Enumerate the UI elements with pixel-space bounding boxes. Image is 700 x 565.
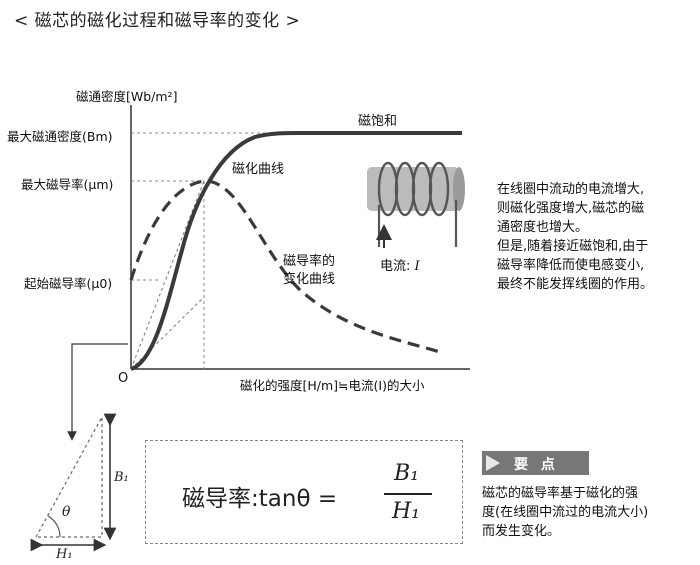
origin-label: O xyxy=(118,371,129,386)
formula-prefix: 磁导率:tanθ = xyxy=(182,486,338,512)
key-point-text: 磁芯的磁导率基于磁化的强 度(在线圈中流过的电流大小) 而发生变化。 xyxy=(482,484,648,541)
explanation-line: 在线圈中流动的电流增大, xyxy=(497,182,645,197)
key-point-tag-label: 要 点 xyxy=(514,457,559,473)
explanation-line: 但是,随着接近磁饱和,由于 xyxy=(497,239,649,254)
permeability-curve-label-1: 磁导率的 xyxy=(283,254,336,269)
initial-tangent-line xyxy=(130,296,205,370)
current-symbol: I xyxy=(414,259,420,274)
bm-label: 最大磁通密度(Bm) xyxy=(7,129,113,144)
b1-label: B₁ xyxy=(114,470,129,485)
key-point-tag: 要 点 xyxy=(482,451,589,475)
theta-label: θ xyxy=(62,504,71,520)
formula-numerator: B₁ xyxy=(394,461,419,486)
mum-label: 最大磁导率(μm) xyxy=(21,177,114,192)
mu0-label: 起始磁导率(μ0) xyxy=(24,276,113,291)
permeability-curve-label-2: 变化曲线 xyxy=(283,272,336,287)
coil-icon xyxy=(367,161,465,247)
angle-arc xyxy=(47,515,61,538)
h1-label: H₁ xyxy=(56,547,73,562)
y-axis-label: 磁通密度[Wb/m²] xyxy=(76,89,178,104)
fraction-bar xyxy=(384,493,432,495)
explanation-line: 最终不能发挥线圈的作用。 xyxy=(497,277,654,292)
leader-line xyxy=(67,343,128,441)
explanation-line: 则磁化强度增大,磁芯的磁 xyxy=(497,201,645,216)
explanation-text: 在线圈中流动的电流增大, 则磁化强度增大,磁芯的磁 通密度也增大。 但是,随着接… xyxy=(497,180,653,294)
permeability-curve xyxy=(129,179,441,354)
key-point-line: 度(在线圈中流过的电流大小) xyxy=(482,505,649,520)
max-tangent-line xyxy=(130,180,205,370)
current-label: 电流: I xyxy=(380,255,420,274)
key-point-line: 而发生变化。 xyxy=(482,524,561,539)
x-axis-label: 磁化的强度[H/m]≒电流(I)的大小 xyxy=(240,378,425,393)
page-title: < 磁芯的磁化过程和磁导率的变化 > xyxy=(14,11,301,31)
formula-box xyxy=(145,440,463,544)
play-triangle-icon xyxy=(486,455,500,471)
saturation-label: 磁饱和 xyxy=(358,114,398,129)
magnetization-curve xyxy=(130,131,462,371)
explanation-line: 通密度也增大。 xyxy=(497,220,589,235)
slope-triangle xyxy=(34,416,103,538)
explanation-line: 磁导率降低而使电感变小, xyxy=(497,258,645,273)
formula-denominator: H₁ xyxy=(392,499,421,524)
current-label-text: 电流: xyxy=(380,259,411,274)
key-point-line: 磁芯的磁导率基于磁化的强 xyxy=(482,486,639,501)
magnetization-curve-label: 磁化曲线 xyxy=(232,162,285,177)
